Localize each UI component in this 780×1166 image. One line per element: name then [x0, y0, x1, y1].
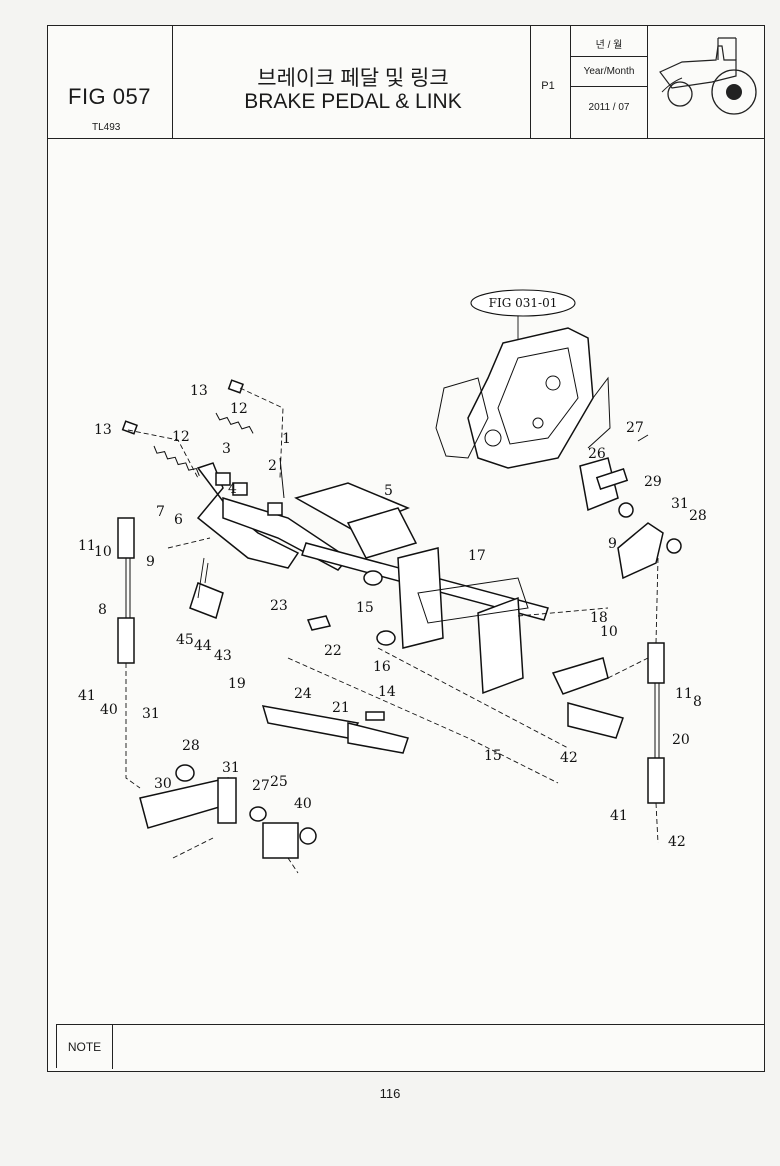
callout: 45 — [176, 632, 194, 648]
divider — [530, 26, 531, 138]
note-label: NOTE — [57, 1025, 113, 1069]
callout: 10 — [600, 624, 618, 640]
parts-sheet: FIG 057 TL493 브레이크 페달 및 링크 BRAKE PEDAL &… — [47, 25, 765, 1072]
title-korean: 브레이크 페달 및 링크 — [257, 67, 449, 90]
divider — [647, 26, 648, 138]
reference-oval — [470, 289, 576, 317]
callout: 15 — [356, 600, 374, 616]
note-row: NOTE — [56, 1024, 764, 1069]
right-lever-assembly — [579, 434, 682, 580]
callout: 31 — [222, 760, 240, 776]
transmission-housing — [435, 327, 611, 469]
year-month-box: 년 / 월 Year/Month 2011 / 07 — [571, 26, 647, 138]
callout: 42 — [560, 750, 578, 766]
callout: 21 — [332, 700, 350, 716]
callout: 24 — [294, 686, 312, 702]
lower-link-parts — [139, 582, 624, 859]
callout: 16 — [373, 659, 391, 675]
callout: 7 — [156, 504, 165, 520]
reference-label: FIG 031-01 — [489, 296, 558, 310]
callout: 18 — [590, 610, 608, 626]
callout: 42 — [668, 834, 686, 850]
callout: 8 — [98, 602, 107, 618]
page-label: P1 — [541, 80, 555, 92]
tractor-icon — [659, 37, 757, 115]
year-month-value: 2011 / 07 — [588, 102, 630, 113]
spring-12-upper — [215, 412, 254, 434]
callout: 2 — [268, 458, 277, 474]
callout: 23 — [270, 598, 288, 614]
divider — [571, 86, 647, 87]
callout: 30 — [154, 776, 172, 792]
callout: 9 — [608, 536, 617, 552]
callout: 31 — [671, 496, 689, 512]
callout: 13 — [94, 422, 112, 438]
callout: 27 — [252, 778, 270, 794]
spring-12-left — [153, 445, 200, 476]
callout: 29 — [644, 474, 662, 490]
callout: 17 — [468, 548, 486, 564]
page-number: 116 — [379, 1086, 401, 1101]
header-block: FIG 057 TL493 브레이크 페달 및 링크 BRAKE PEDAL &… — [48, 26, 764, 139]
callout: 19 — [228, 676, 246, 692]
callout: 28 — [182, 738, 200, 754]
callout: 13 — [190, 383, 208, 399]
callout: 6 — [174, 512, 183, 528]
callout: 12 — [230, 401, 248, 417]
callout: 43 — [214, 648, 232, 664]
callout: 11 — [78, 538, 96, 554]
model-code: TL493 — [92, 122, 121, 133]
callout: 9 — [146, 554, 155, 570]
callout: 40 — [100, 702, 118, 718]
callout: 10 — [94, 544, 112, 560]
callout: 40 — [294, 796, 312, 812]
callout: 25 — [270, 774, 288, 790]
callout: 12 — [172, 429, 190, 445]
callout: 26 — [588, 446, 606, 462]
callout: 41 — [610, 808, 628, 824]
callout: 31 — [142, 706, 160, 722]
callout: 27 — [626, 420, 644, 436]
spring-pin-13 — [227, 379, 244, 394]
divider — [570, 26, 571, 138]
callout: 41 — [78, 688, 96, 704]
brake-rods — [117, 517, 665, 804]
callout: 1 — [282, 431, 291, 447]
callout: 22 — [324, 643, 342, 659]
title-english: BRAKE PEDAL & LINK — [244, 90, 462, 113]
divider — [172, 26, 173, 138]
diagram-canvas: FIG 031-01 — [78, 289, 707, 874]
spring-pin-13 — [121, 420, 138, 435]
callout: 3 — [222, 441, 231, 457]
callout: 14 — [378, 684, 396, 700]
callout: 28 — [689, 508, 707, 524]
figure-number: FIG 057 — [68, 84, 151, 109]
callout: 8 — [693, 694, 702, 710]
year-month-label-kr: 년 / 월 — [595, 40, 623, 51]
year-month-label-en: Year/Month — [583, 66, 635, 77]
divider — [571, 56, 647, 57]
callout: 5 — [384, 483, 393, 499]
callout: 15 — [484, 748, 502, 764]
callout: 44 — [194, 638, 212, 654]
callout: 4 — [228, 481, 237, 497]
pedal-cross-shaft — [301, 542, 609, 695]
callout: 11 — [675, 686, 693, 702]
exploded-parts-diagram: FIG 031-01 — [48, 138, 764, 1024]
callout: 20 — [672, 732, 690, 748]
